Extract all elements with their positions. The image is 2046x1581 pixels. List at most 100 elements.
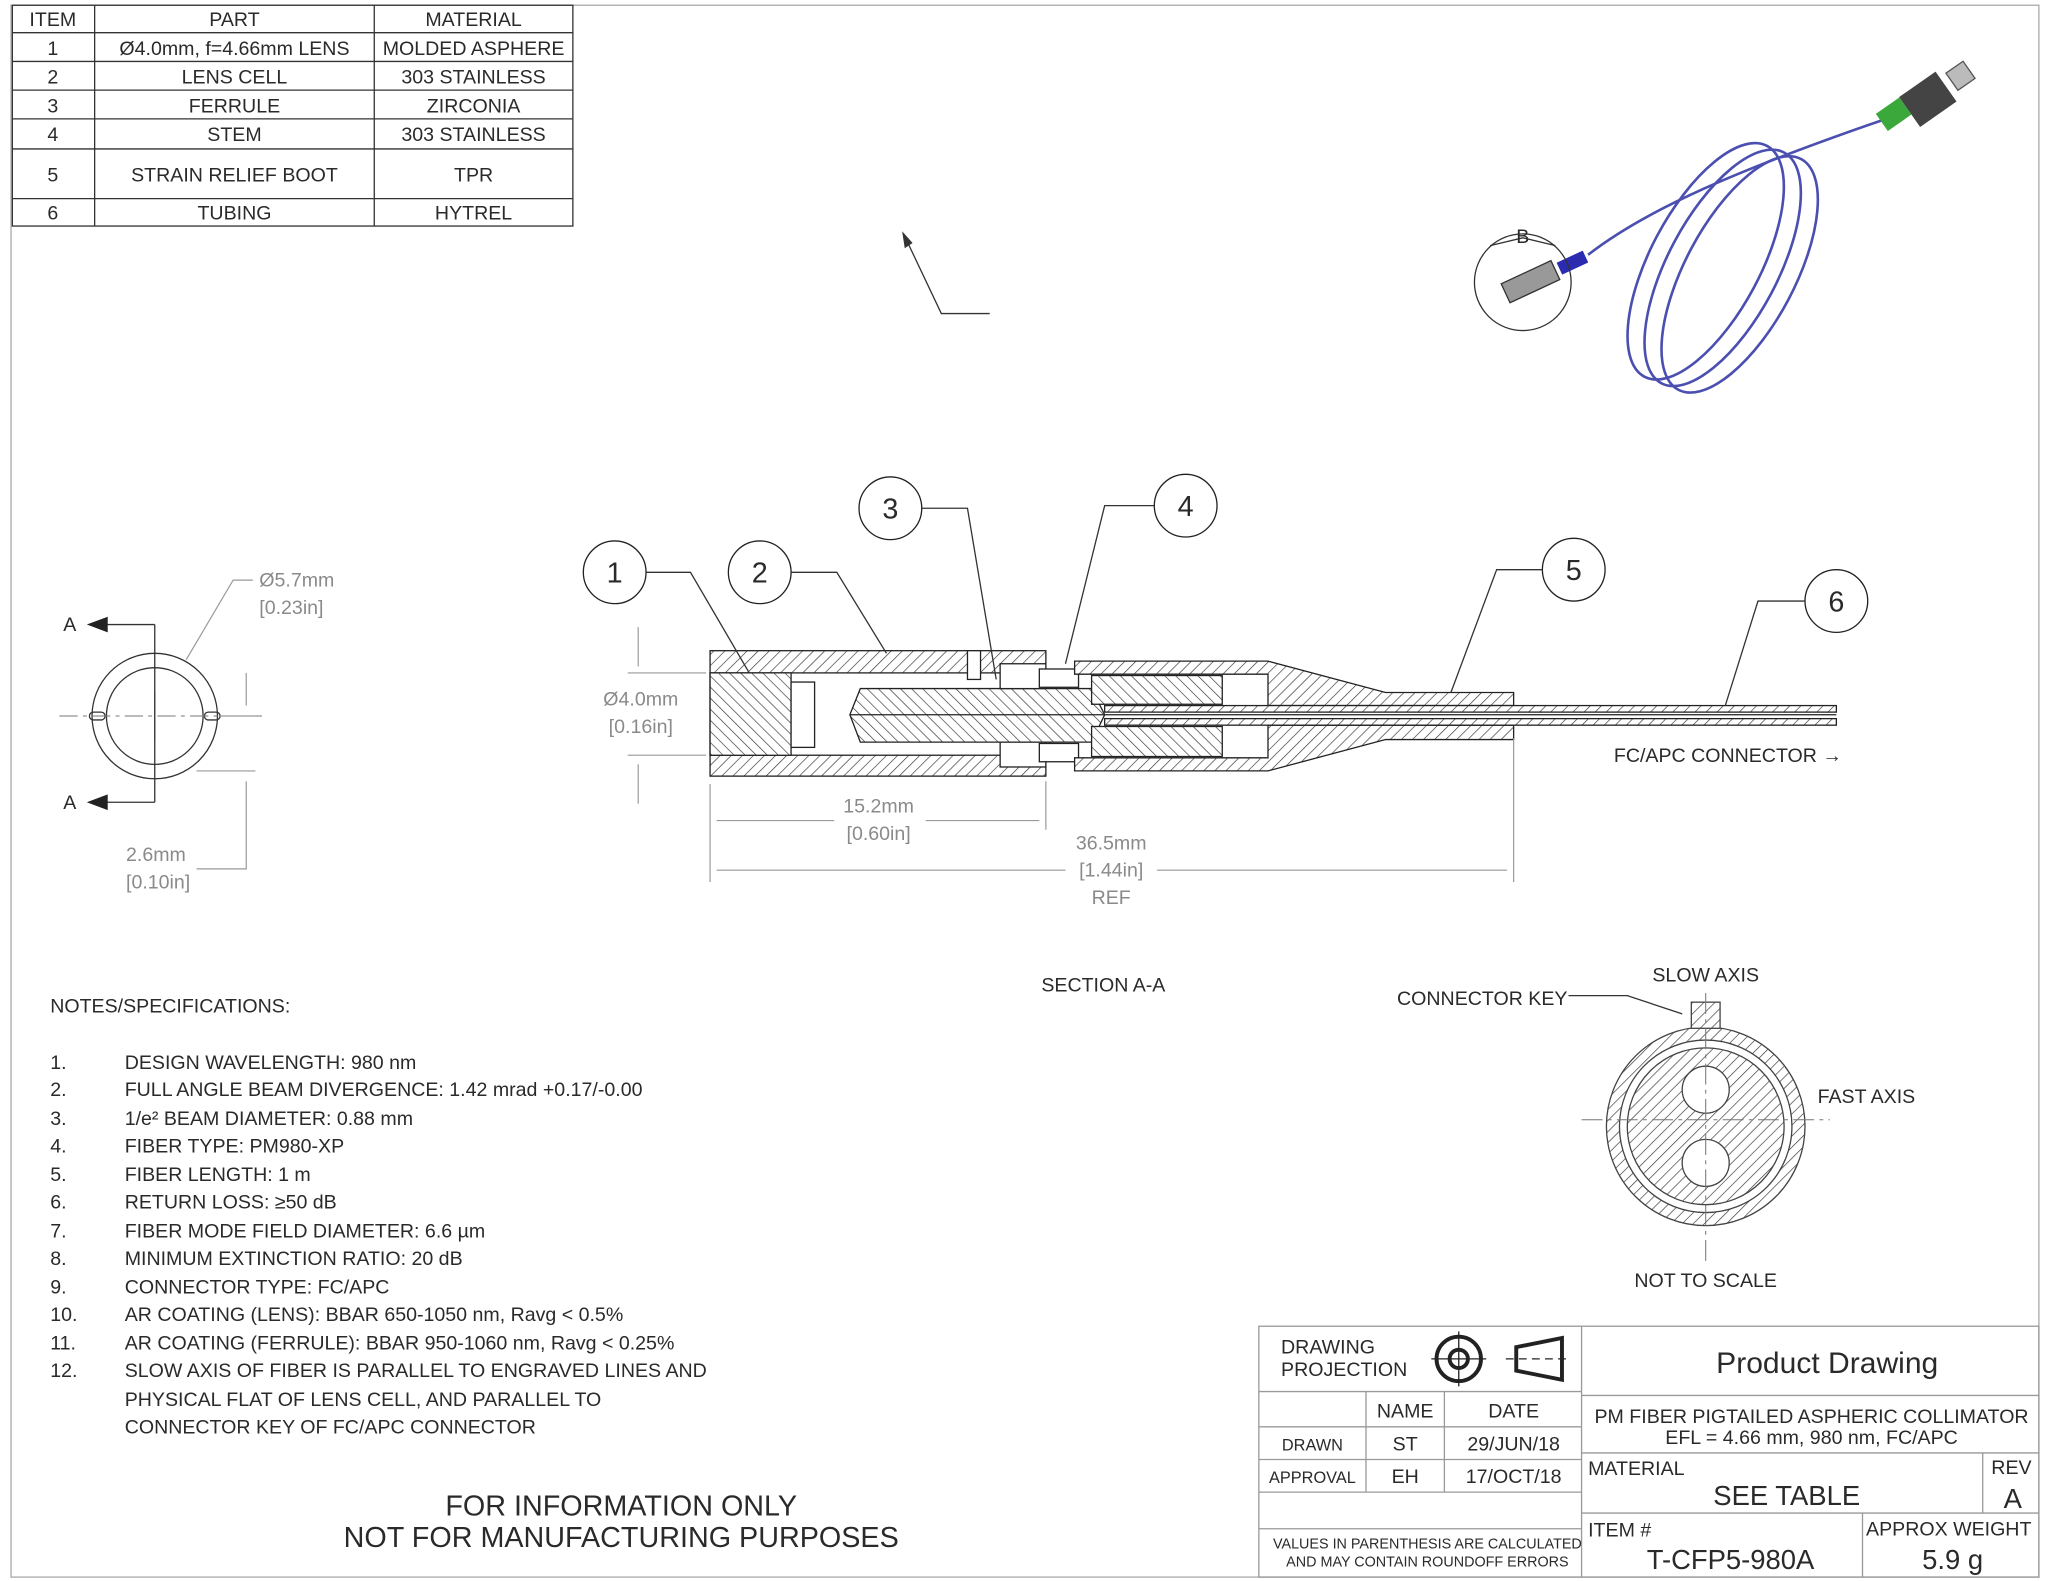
bom-material: 303 STAINLESS [401,124,545,146]
doc-type: Product Drawing [1716,1347,1938,1380]
note-number: 3. [50,1108,66,1130]
bom-part: STEM [207,124,261,146]
bom-part: STRAIN RELIEF BOOT [131,165,338,187]
bom-part: Ø4.0mm, f=4.66mm LENS [119,38,349,60]
note-number: 11. [50,1333,76,1355]
overall-length-dimension: 36.5mm [1076,832,1147,854]
section-label-bottom: A [63,792,77,814]
title-block: DRAWING PROJECTION NAME DATE DRAWN ST 29… [1258,1325,2040,1578]
item-number: T-CFP5-980A [1647,1544,1815,1575]
balloon-6: 6 [1828,586,1844,618]
diameter-dimension: Ø5.7mm [259,570,334,592]
fiber-end-view: SLOW AXIS CONNECTOR KEY FAST AXIS NOT TO… [1397,964,1915,1292]
fc-apc-connector [1875,60,1976,132]
note-number: 8. [50,1248,66,1270]
bom-item: 1 [47,38,58,60]
flat-dimension: 2.6mm [126,844,186,866]
bom-material: MOLDED ASPHERE [383,38,565,60]
connector-key-label: CONNECTOR KEY [1397,988,1567,1010]
approval-name: EH [1392,1466,1419,1488]
bom-header-part: PART [209,9,259,31]
detail-arrow [1489,237,1556,247]
note-number: 6. [50,1192,66,1214]
note-text: AR COATING (LENS): BBAR 650-1050 nm, Rav… [125,1304,624,1326]
arrowhead-icon [86,794,108,811]
note-text: 1/e² BEAM DIAMETER: 0.88 mm [125,1108,413,1130]
note-number: 9. [50,1277,66,1299]
disclaimer-line-1: FOR INFORMATION ONLY [445,1491,797,1523]
notes: NOTES/SPECIFICATIONS: 1. DESIGN WAVELENG… [50,996,707,1439]
note-number: 4. [50,1135,66,1157]
bom-item: 2 [47,67,58,89]
rev-label: REV [1991,1457,2031,1479]
sheet-border [10,4,2040,1578]
date-header: DATE [1488,1401,1539,1423]
bom-item: 3 [47,95,58,117]
leader-arrow [905,238,990,315]
detail-label: B [1516,226,1529,248]
tubing [1104,704,1838,713]
arrowhead-icon [86,616,108,633]
bom-material: TPR [454,165,493,187]
note-number: 2. [50,1079,66,1101]
bom-part: LENS CELL [182,67,288,89]
note-text: PHYSICAL FLAT OF LENS CELL, AND PARALLEL… [125,1389,602,1411]
values-note: AND MAY CONTAIN ROUNDOFF ERRORS [1286,1555,1568,1571]
note-text: RETURN LOSS: ≥50 dB [125,1192,337,1214]
note-text: FIBER TYPE: PM980-XP [125,1135,344,1157]
stem [1038,668,1080,688]
third-angle-projection-icon [1431,1331,1569,1387]
note-number: 10. [50,1304,77,1326]
arrowhead-icon [902,231,913,249]
bom-item: 5 [47,165,58,187]
section-title: SECTION A-A [1041,975,1166,997]
balloon-5: 5 [1566,555,1582,587]
item-label: ITEM # [1588,1520,1651,1542]
detail-callout-circle [1473,233,1572,332]
values-note: VALUES IN PARENTHESIS ARE CALCULATED [1273,1536,1582,1552]
bom-material: HYTREL [435,203,512,225]
isometric-view: B [1473,60,1976,394]
note-text: SLOW AXIS OF FIBER IS PARALLEL TO ENGRAV… [125,1360,707,1382]
note-text: CONNECTOR TYPE: FC/APC [125,1277,390,1299]
note-number: 7. [50,1220,66,1242]
note-text: FULL ANGLE BEAM DIVERGENCE: 1.42 mrad +0… [125,1079,643,1101]
name-header: NAME [1377,1401,1434,1423]
bom-part: FERRULE [189,95,280,117]
note-text: FIBER LENGTH: 1 m [125,1164,311,1186]
drawn-name: ST [1393,1433,1418,1455]
bom-header-item: ITEM [29,9,76,31]
note-text: MINIMUM EXTINCTION RATIO: 20 dB [125,1248,463,1270]
note-text: FIBER MODE FIELD DIAMETER: 6.6 µm [125,1220,485,1242]
bom-material: ZIRCONIA [427,95,521,117]
lens-cell-length-dimension-in: [0.60in] [847,823,911,845]
balloon-1: 1 [607,558,623,590]
bom-part: TUBING [197,203,271,225]
section-view: 1 2 3 4 5 6 Ø4.0mm [0.16in] 15.2mm [0.60… [582,473,1869,997]
note-number: 1. [50,1052,66,1074]
bom-item: 6 [47,203,58,225]
connector-note: FC/APC CONNECTOR → [1614,745,1842,767]
lens-cell-length-dimension: 15.2mm [843,796,914,818]
not-to-scale-label: NOT TO SCALE [1634,1270,1777,1292]
diameter-dimension-in: [0.23in] [259,597,323,619]
material-value: SEE TABLE [1713,1480,1860,1511]
description-line-1: PM FIBER PIGTAILED ASPHERIC COLLIMATOR [1595,1406,2029,1428]
note-text: CONNECTOR KEY OF FC/APC CONNECTOR [125,1416,536,1438]
approx-weight: 5.9 g [1922,1544,1983,1575]
projection-label: DRAWING [1281,1337,1375,1359]
end-view: A A Ø5.7mm [0.23in] 2.6mm [0.10in] [59,570,334,893]
bom-header-material: MATERIAL [425,9,522,31]
overall-length-ref: REF [1092,887,1131,909]
disclaimer-line-2: NOT FOR MANUFACTURING PURPOSES [344,1522,899,1554]
note-text: DESIGN WAVELENGTH: 980 nm [125,1052,417,1074]
balloon-3: 3 [882,494,898,526]
flat-dimension-in: [0.10in] [126,871,190,893]
bom-item: 4 [47,124,58,146]
slow-axis-label: SLOW AXIS [1652,964,1759,986]
bom-material: 303 STAINLESS [401,67,545,89]
notes-title: NOTES/SPECIFICATIONS: [50,996,290,1018]
note-number: 12. [50,1360,77,1382]
lens-diameter-dimension: Ø4.0mm [603,689,678,711]
